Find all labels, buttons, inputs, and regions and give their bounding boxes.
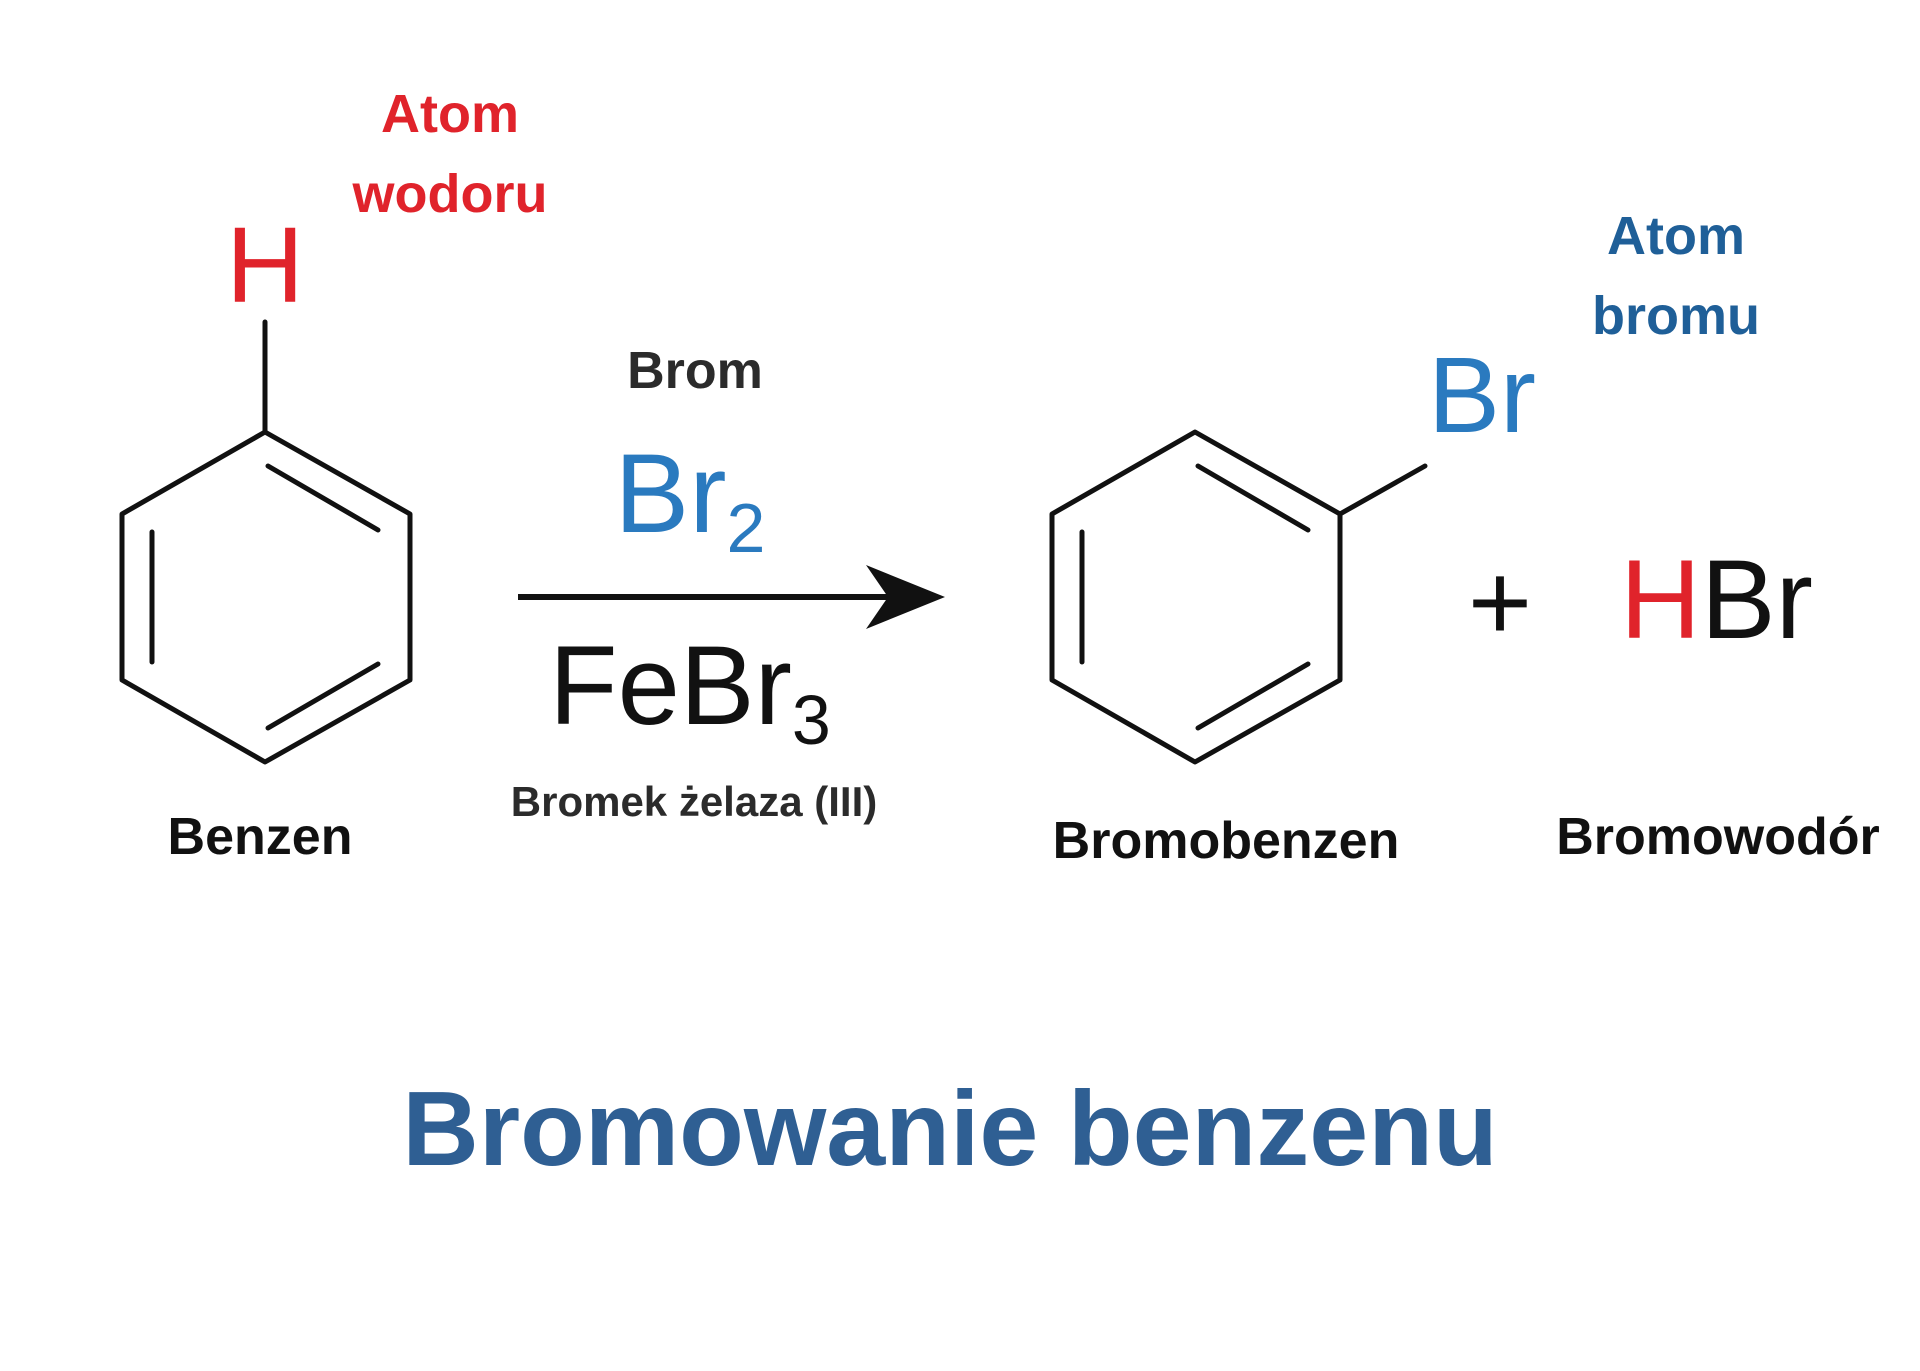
reactant-name: Benzen xyxy=(168,808,353,866)
bromobenzene-double-bond xyxy=(1195,661,1311,731)
product-name: Bromobenzen xyxy=(1053,812,1400,870)
bromine-annotation-line2: bromu xyxy=(1592,286,1760,346)
catalyst-name: Bromek żelaza (III) xyxy=(511,778,877,825)
bromobenzene-structure xyxy=(1049,429,1428,765)
bromobenzene-ring xyxy=(1049,429,1343,765)
bromine-atom-label: Br xyxy=(1428,334,1536,455)
reagent-formula: Br2 xyxy=(615,431,766,567)
reagent-formula-main: Br xyxy=(615,431,727,556)
benzene-structure xyxy=(119,319,413,765)
c-br-bond xyxy=(1337,463,1428,517)
bromobenzene-double-bond xyxy=(1195,463,1311,533)
hydrogen-annotation-line1: Atom xyxy=(381,84,519,144)
byproduct-name: Bromowodór xyxy=(1556,808,1880,866)
byproduct-hydrogen: H xyxy=(1620,537,1701,662)
diagram-title: Bromowanie benzenu xyxy=(402,1070,1497,1188)
benzene-ring xyxy=(119,429,413,765)
plus-sign: + xyxy=(1468,541,1532,664)
byproduct-formula: HBr xyxy=(1620,537,1813,662)
reagent-name: Brom xyxy=(627,342,763,400)
catalyst-formula: FeBr3 xyxy=(549,623,831,759)
reaction-arrow xyxy=(518,565,945,629)
benzene-double-bond xyxy=(265,661,381,731)
bromine-annotation-line1: Atom xyxy=(1607,206,1745,266)
catalyst-formula-main: FeBr xyxy=(549,623,792,748)
catalyst-formula-subscript: 3 xyxy=(792,681,831,759)
hydrogen-annotation-line2: wodoru xyxy=(352,164,548,224)
benzene-double-bond xyxy=(265,463,381,533)
byproduct-bromine: Br xyxy=(1701,537,1813,662)
reagent-formula-subscript: 2 xyxy=(727,489,766,567)
hydrogen-atom-label: H xyxy=(226,204,304,325)
